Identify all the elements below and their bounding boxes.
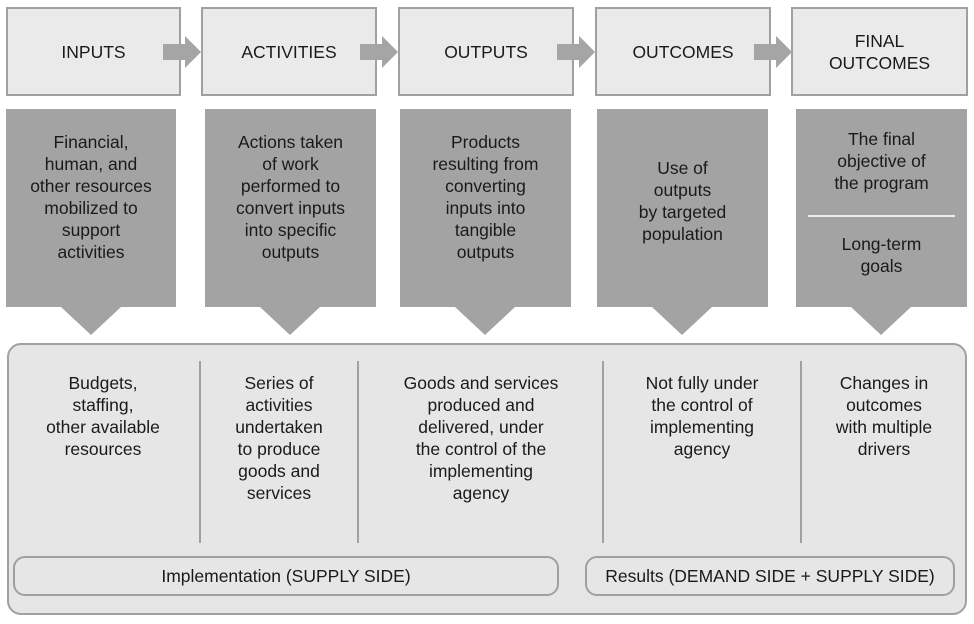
column-divider [357,361,359,543]
down-arrow-icon [455,307,515,335]
divider [808,215,955,217]
results-demand-supply-side-label: Results (DEMAND SIDE + SUPPLY SIDE) [585,556,955,596]
column-divider [199,361,201,543]
final-objective-text: The final objective of the program [834,129,929,193]
down-arrow-icon [652,307,712,335]
long-term-goals-text: Long-term goals [841,234,922,276]
stage-outcomes: OUTCOMES [595,7,771,96]
column-text-final-outcomes: Changes in outcomes with multiple driver… [835,373,933,459]
stage-outputs: OUTPUTS [398,7,574,96]
column-text-outputs: Goods and services produced and delivere… [403,373,559,503]
description-block-outputs: Products resulting from converting input… [400,109,571,307]
description-block-final-outcomes: The final objective of the program Long-… [796,109,967,307]
pill-label: Results (DEMAND SIDE + SUPPLY SIDE) [605,565,935,586]
description-text: Use of outputs by targeted population [638,158,727,244]
description-text: Actions taken of work performed to conve… [236,132,345,262]
implementation-supply-side-label: Implementation (SUPPLY SIDE) [13,556,559,596]
down-arrow-icon [260,307,320,335]
column-divider [602,361,604,543]
down-arrow-icon [851,307,911,335]
column-text-activities: Series of activities undertaken to produ… [235,373,323,503]
description-text: Products resulting from converting input… [432,132,539,262]
description-text: Financial, human, and other resources mo… [30,132,152,262]
stage-label: FINAL OUTCOMES [828,30,931,73]
description-block-activities: Actions taken of work performed to conve… [205,109,376,307]
down-arrow-icon [61,307,121,335]
stage-label: OUTPUTS [444,41,528,62]
stage-label: ACTIVITIES [241,41,337,62]
stage-inputs: INPUTS [6,7,181,96]
column-divider [800,361,802,543]
stage-label: INPUTS [61,41,126,62]
column-text-inputs: Budgets, staffing, other available resou… [46,373,160,459]
stage-label: OUTCOMES [632,41,734,62]
description-block-outcomes: Use of outputs by targeted population [597,109,768,307]
stage-activities: ACTIVITIES [201,7,377,96]
stage-final-outcomes: FINAL OUTCOMES [791,7,968,96]
pill-label: Implementation (SUPPLY SIDE) [161,565,411,586]
description-block-inputs: Financial, human, and other resources mo… [6,109,176,307]
column-text-outcomes: Not fully under the control of implement… [645,373,759,459]
